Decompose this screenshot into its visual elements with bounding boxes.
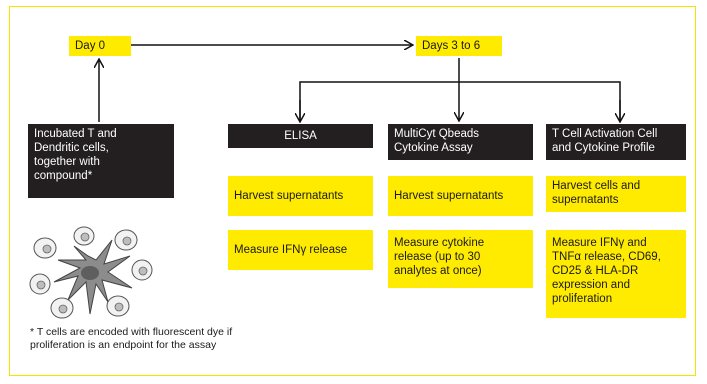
tcell-step-harvest: Harvest cells and supernatants bbox=[546, 176, 686, 212]
diagram-frame bbox=[9, 6, 696, 376]
day0-label: Day 0 bbox=[69, 36, 131, 56]
qbeads-header: MultiCyt Qbeads Cytokine Assay bbox=[388, 124, 533, 160]
qbeads-step-measure: Measure cytokine release (up to 30 analy… bbox=[388, 230, 533, 288]
branch-connector bbox=[299, 81, 621, 120]
tcell-header: T Cell Activation Cell and Cytokine Prof… bbox=[546, 124, 686, 160]
elisa-step-harvest: Harvest supernatants bbox=[228, 176, 373, 216]
days3to6-label: Days 3 to 6 bbox=[416, 36, 502, 56]
elisa-header: ELISA bbox=[228, 124, 373, 148]
incubation-box: Incubated T and Dendritic cells, togethe… bbox=[28, 124, 174, 198]
dendritic-cell-illustration bbox=[28, 226, 156, 327]
footnote: * T cells are encoded with fluorescent d… bbox=[30, 326, 233, 351]
qbeads-step-harvest: Harvest supernatants bbox=[388, 176, 533, 216]
tcell-step-measure: Measure IFNγ and TNFα release, CD69, CD2… bbox=[546, 230, 686, 318]
elisa-step-measure: Measure IFNγ release bbox=[228, 230, 373, 270]
